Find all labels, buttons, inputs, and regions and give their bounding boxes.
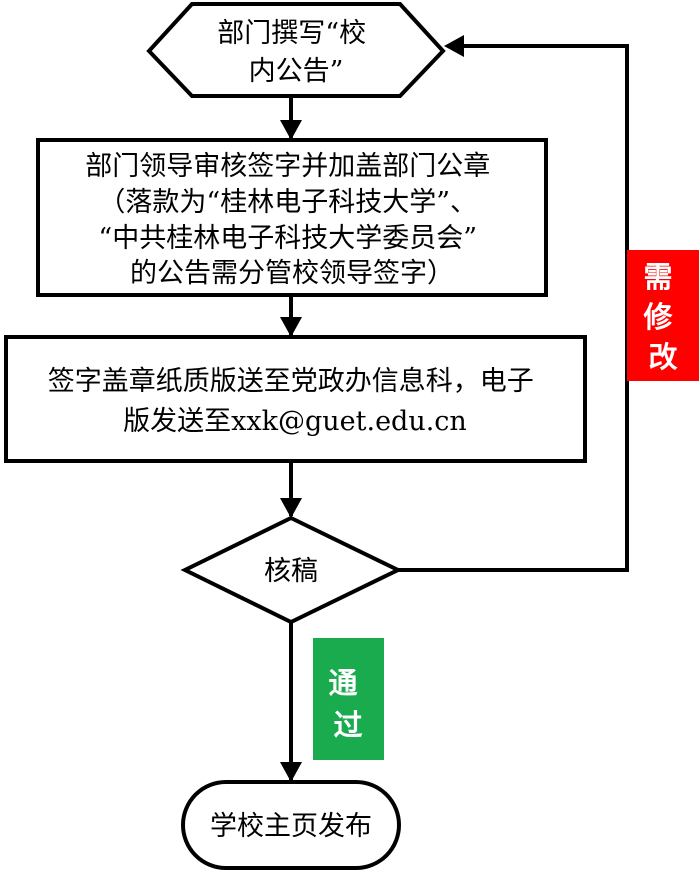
arrowhead-submit-to-review xyxy=(280,498,302,518)
approve-label-line-4: 的公告需分管校领导签字） xyxy=(130,258,454,289)
badge-revise-char-3: 改 xyxy=(648,340,677,374)
start-label-line-2: 内公告” xyxy=(249,56,344,87)
badge-revise-bg xyxy=(627,250,699,381)
node-review: 核稿 xyxy=(180,515,403,625)
review-label: 核稿 xyxy=(264,556,318,587)
node-approve: 部门领导审核签字并加盖部门公章 （落款为“桂林电子科技大学”、 “中共桂林电子科… xyxy=(36,138,548,297)
submit-box xyxy=(4,335,587,463)
badge-pass: 通 过 xyxy=(313,638,384,760)
approve-label-line-2: （落款为“桂林电子科技大学”、 xyxy=(98,187,477,218)
arrowhead-review-loop-back xyxy=(444,35,464,57)
start-label: 部门撰写“校 内公告” xyxy=(217,18,374,87)
submit-label: 签字盖章纸质版送至党政办信息科，电子 版发送至xxk@guet.edu.cn xyxy=(48,366,543,437)
publish-label: 学校主页发布 xyxy=(210,811,372,842)
badge-pass-bg xyxy=(313,638,384,760)
badge-revise-char-1: 需 xyxy=(643,260,672,294)
arrowhead-start-to-approve xyxy=(280,120,302,140)
arrowhead-review-to-publish xyxy=(280,762,302,782)
badge-pass-text: 通 过 xyxy=(328,666,367,742)
publish-terminator xyxy=(181,780,401,870)
start-label-line-1: 部门撰写“校 xyxy=(217,18,366,49)
arrow-review-loop-back xyxy=(398,44,629,572)
submit-label-line-2: 版发送至xxk@guet.edu.cn xyxy=(123,406,467,437)
node-publish: 学校主页发布 xyxy=(181,780,401,870)
arrowhead-approve-to-submit xyxy=(280,317,302,337)
submit-label-line-1: 签字盖章纸质版送至党政办信息科，电子 xyxy=(48,366,534,397)
badge-revise: 需 修 改 xyxy=(627,250,699,381)
start-hexagon-shape xyxy=(146,1,446,98)
badge-revise-text: 需 修 改 xyxy=(642,260,682,374)
node-start: 部门撰写“校 内公告” xyxy=(146,1,446,98)
approve-label-line-3: “中共桂林电子科技大学委员会” xyxy=(98,223,477,254)
node-submit: 签字盖章纸质版送至党政办信息科，电子 版发送至xxk@guet.edu.cn xyxy=(4,335,587,463)
badge-revise-char-2: 修 xyxy=(642,300,673,334)
approve-label: 部门领导审核签字并加盖部门公章 （落款为“桂林电子科技大学”、 “中共桂林电子科… xyxy=(85,151,499,289)
badge-pass-char-1: 通 xyxy=(328,666,357,700)
approve-label-line-1: 部门领导审核签字并加盖部门公章 xyxy=(85,151,490,182)
badge-pass-char-2: 过 xyxy=(333,708,362,742)
